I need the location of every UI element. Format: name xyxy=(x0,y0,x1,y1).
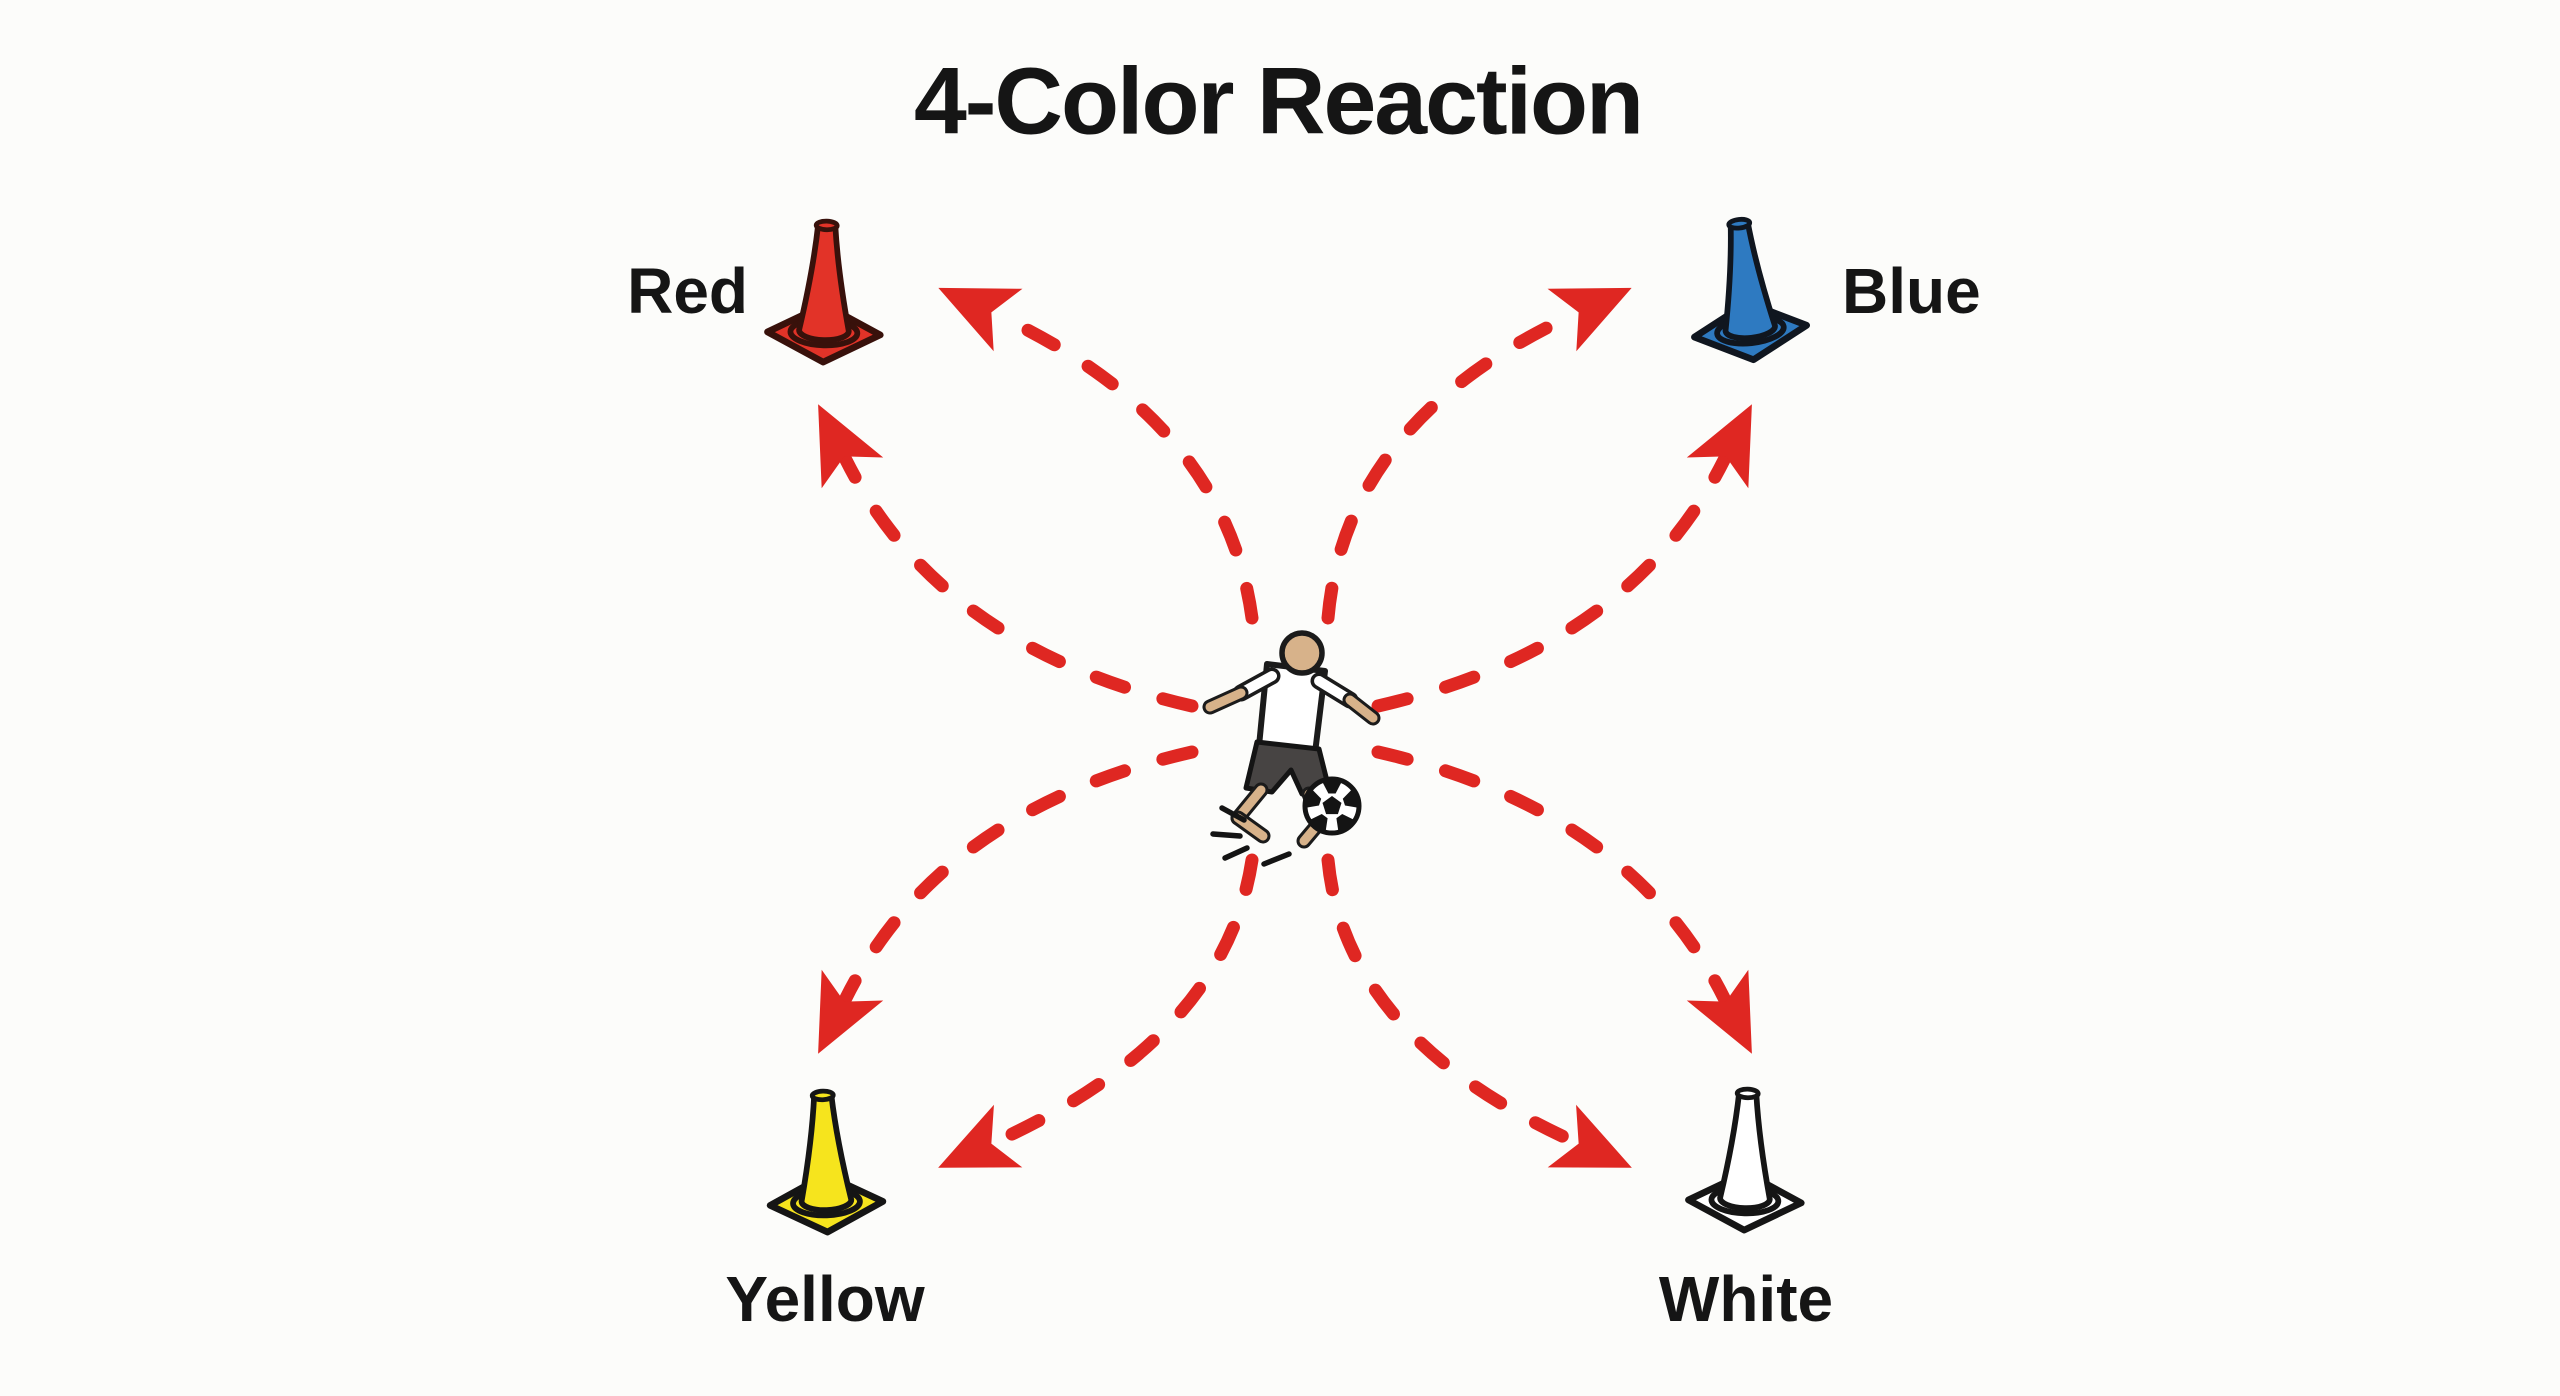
station-label-red: Red xyxy=(627,255,748,327)
player-shorts xyxy=(1243,739,1334,800)
blue-cone-icon xyxy=(1683,214,1810,366)
route-arrows xyxy=(818,287,1752,1168)
arrow-center-to-yellow-outer xyxy=(938,853,1259,1168)
station-label-blue: Blue xyxy=(1842,255,1981,327)
arrow-center-to-white-inner xyxy=(1371,745,1752,1054)
arrow-center-to-red-outer xyxy=(938,287,1259,625)
kick-burst-icon xyxy=(1210,805,1292,867)
diagram-title: 4-Color Reaction xyxy=(913,48,1644,155)
arrow-center-to-red-inner xyxy=(818,404,1199,713)
arrow-center-to-yellow-inner xyxy=(818,745,1199,1054)
arrow-center-to-blue-outer xyxy=(1321,287,1632,625)
arrow-center-to-white-outer xyxy=(1321,853,1632,1168)
arrow-center-to-blue-inner xyxy=(1371,404,1752,713)
station-label-yellow: Yellow xyxy=(725,1263,925,1335)
white-cone-icon xyxy=(1688,1088,1804,1232)
yellow-cone-icon xyxy=(766,1089,884,1234)
station-label-white: White xyxy=(1658,1263,1834,1335)
player-head xyxy=(1279,630,1325,676)
red-cone-icon xyxy=(767,220,883,364)
soccer-ball-icon xyxy=(1302,776,1362,836)
